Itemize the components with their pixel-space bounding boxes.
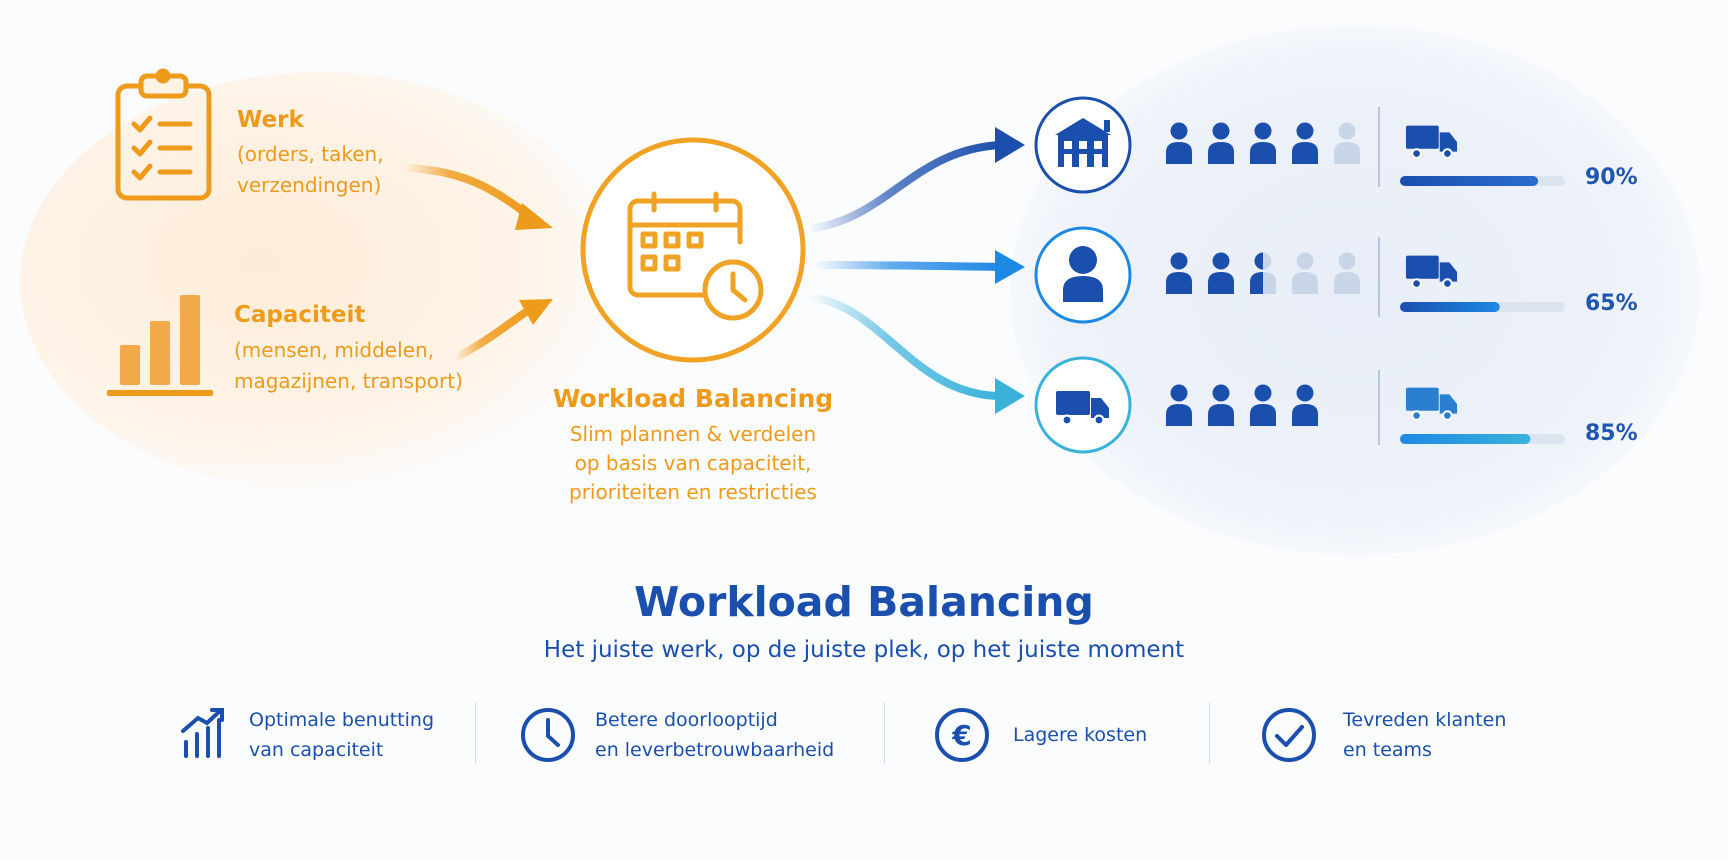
- benefit-line: Tevreden klanten: [1343, 709, 1507, 731]
- person-figure: [1208, 122, 1234, 164]
- werk-title: Werk: [237, 107, 304, 133]
- checkmark-icon: [1262, 708, 1316, 762]
- clipboard-checklist-icon: [115, 68, 212, 201]
- benefit-divider: [884, 702, 885, 764]
- person-figure: [1334, 252, 1360, 294]
- capacity-truck-icon: [1405, 255, 1458, 289]
- growth-chart-icon: [181, 708, 224, 758]
- person-figure: [1334, 122, 1360, 164]
- page-subtitle: Het juiste werk, op de juiste plek, op h…: [543, 637, 1185, 663]
- benefit-costs: Lagere kosten: [1013, 720, 1147, 750]
- load-percent-label: 85%: [1585, 421, 1638, 446]
- center-description: Slim plannen & verdelen op basis van cap…: [493, 420, 893, 507]
- center-title: Workload Balancing: [552, 384, 834, 413]
- capacity-truck-icon: [1405, 387, 1458, 421]
- page-title: Workload Balancing: [634, 578, 1094, 626]
- euro-icon: €: [935, 708, 989, 762]
- capaciteit-title: Capaciteit: [234, 302, 366, 328]
- benefit-divider: [475, 702, 476, 764]
- benefit-line: en teams: [1343, 739, 1432, 761]
- person-figure: [1250, 122, 1276, 164]
- capaciteit-subtitle: (mensen, middelen, magazijnen, transport…: [234, 335, 463, 397]
- warehouse-icon: [1055, 118, 1111, 167]
- load-percent-label: 90%: [1585, 165, 1638, 190]
- capaciteit-line: (mensen, middelen,: [234, 338, 435, 362]
- werk-subtitle: (orders, taken, verzendingen): [237, 139, 384, 201]
- output-arrow-person: [816, 250, 1025, 284]
- person-figure: [1292, 122, 1318, 164]
- benefit-divider: [1209, 702, 1210, 764]
- person-figure: [1208, 384, 1234, 426]
- center-line: prioriteiten en restricties: [569, 480, 817, 504]
- benefit-lead-time: Betere doorlooptijd en leverbetrouwbaarh…: [595, 705, 834, 765]
- person-figure: [1292, 252, 1318, 294]
- clock-icon: [521, 708, 575, 762]
- benefit-satisfaction: Tevreden klanten en teams: [1343, 705, 1506, 765]
- benefit-line: Optimale benutting: [249, 709, 435, 731]
- person-figure: [1208, 252, 1234, 294]
- center-line: Slim plannen & verdelen: [569, 422, 817, 446]
- person-figure: [1250, 384, 1276, 426]
- load-bar-fill: [1400, 434, 1531, 444]
- output-arrow-truck: [811, 294, 1025, 414]
- benefit-line: Lagere kosten: [1013, 724, 1148, 746]
- benefit-line: Betere doorlooptijd: [595, 709, 778, 731]
- person-figure: [1166, 384, 1192, 426]
- benefit-line: en leverbetrouwbaarheid: [595, 739, 835, 761]
- werk-line: verzendingen): [237, 173, 382, 197]
- load-bar-fill: [1400, 302, 1500, 312]
- benefit-capacity: Optimale benutting van capaciteit: [249, 705, 434, 765]
- benefit-line: van capaciteit: [249, 739, 384, 761]
- person-circle: [1034, 226, 1132, 324]
- person-figure: [1250, 252, 1276, 294]
- output-arrow-warehouse: [811, 127, 1025, 232]
- werk-line: (orders, taken,: [237, 142, 384, 166]
- capaciteit-line: magazijnen, transport): [234, 369, 463, 393]
- person-figure: [1166, 252, 1192, 294]
- input-arrow-capaciteit: [451, 299, 553, 362]
- svg-text:€: €: [951, 719, 971, 752]
- bar-chart-icon: [107, 295, 213, 396]
- person-icon: [1063, 246, 1103, 302]
- person-figure: [1166, 122, 1192, 164]
- input-arrow-werk: [401, 164, 553, 230]
- center-line: op basis van capaciteit,: [574, 451, 812, 475]
- load-bar-fill: [1400, 176, 1539, 186]
- load-percent-label: 65%: [1585, 291, 1638, 316]
- capacity-truck-icon: [1405, 125, 1458, 159]
- person-figure: [1292, 384, 1318, 426]
- calendar-clock-icon: [580, 137, 806, 363]
